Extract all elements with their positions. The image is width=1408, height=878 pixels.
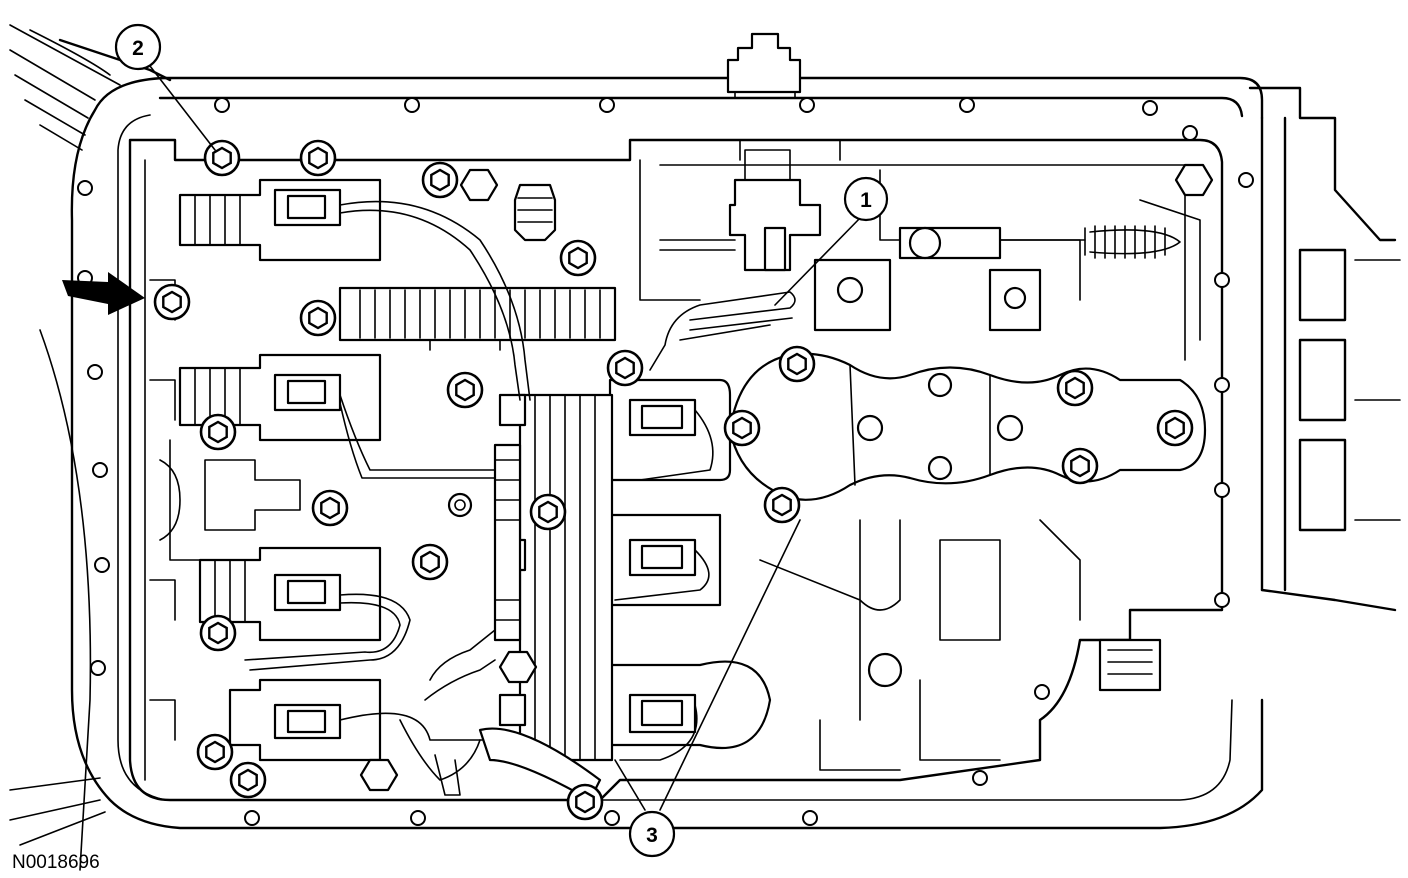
pan-bolt-hole (1214, 482, 1230, 498)
bolt (229, 761, 267, 799)
pan-bolt-hole (1182, 125, 1198, 141)
pan-bolt-hole (87, 364, 103, 380)
pan-bolt-hole (799, 97, 815, 113)
solenoid-bracket-left (159, 459, 301, 541)
bolt (778, 345, 816, 383)
solenoid-4 (228, 678, 382, 762)
bolt (559, 239, 597, 277)
bolt (1056, 369, 1094, 407)
svg-text:1: 1 (860, 189, 872, 212)
bolt (723, 409, 761, 447)
pan-bolt-hole (90, 660, 106, 676)
bolt (199, 413, 237, 451)
bolt (153, 283, 191, 321)
case-edge-left (9, 24, 172, 871)
pan-bolt-hole (92, 462, 108, 478)
bolt (1061, 447, 1099, 485)
accumulator-spring (513, 183, 557, 242)
bolt (311, 489, 349, 527)
solenoid-7 (608, 660, 772, 750)
bolt (529, 493, 567, 531)
case-edge-right (1248, 86, 1401, 612)
pan-flange (70, 76, 1264, 830)
bolt (199, 614, 237, 652)
pan-bolt-hole (972, 770, 988, 786)
direction-arrow (62, 272, 145, 315)
callout-2: 2 (114, 23, 162, 71)
pan-bolt-holes (77, 97, 1254, 826)
svg-text:3: 3 (646, 824, 658, 847)
pan-bolt-hole (404, 97, 420, 113)
solenoid-6 (608, 513, 722, 607)
solenoid-5 (608, 378, 732, 482)
pan-bolt-hole (1238, 172, 1254, 188)
svg-text:2: 2 (132, 37, 144, 60)
pan-bolt-hole (214, 97, 230, 113)
pan-bolt-hole (959, 97, 975, 113)
solenoid-3 (198, 546, 382, 642)
pan-bolt-hole (599, 97, 615, 113)
bolt (299, 299, 337, 337)
leader-lines (149, 65, 864, 811)
bolt (763, 486, 801, 524)
pan-bolt-hole (604, 810, 620, 826)
bolt-group (153, 139, 1194, 821)
pan-bolt-hole (1142, 100, 1158, 116)
bolt (421, 161, 459, 199)
bolt (203, 139, 241, 177)
callout-1: 1 (843, 176, 889, 222)
pan-bolt-hole (77, 180, 93, 196)
figure-id: N0018696 (12, 852, 100, 873)
pan-bolt-hole (1034, 684, 1050, 700)
bolt (606, 349, 644, 387)
callout-3: 3 (628, 810, 676, 858)
pan-bolt-hole (1214, 377, 1230, 393)
bolt (1156, 409, 1194, 447)
filler-neck (726, 32, 802, 99)
hex-plugs (359, 163, 1214, 792)
pan-bolt-hole (244, 810, 260, 826)
manual-valve-linkage (659, 149, 1181, 332)
wiring-harness (338, 286, 617, 762)
pan-bolt-hole (1214, 272, 1230, 288)
pan-bolt-hole (410, 810, 426, 826)
bolt (196, 733, 234, 771)
bolt (299, 139, 337, 177)
solenoid-1 (178, 178, 382, 262)
bolt (446, 371, 484, 409)
connector-wires (244, 200, 796, 802)
bolt (411, 543, 449, 581)
pan-bolt-hole (1214, 592, 1230, 608)
filter-neck (1098, 638, 1162, 692)
pan-bolt-hole (802, 810, 818, 826)
bolt (566, 783, 604, 821)
pan-bolt-hole (94, 557, 110, 573)
